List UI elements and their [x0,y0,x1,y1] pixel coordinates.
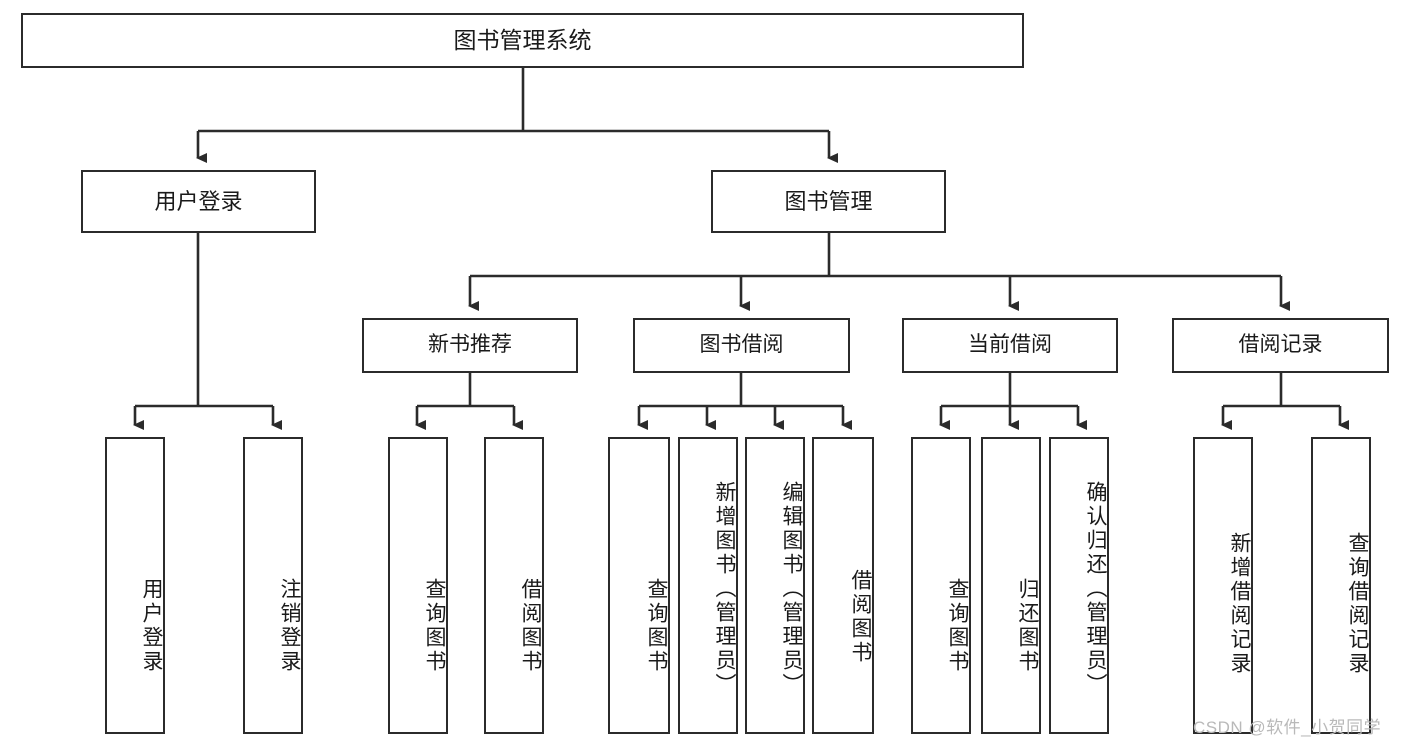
leaf-query-book-2[interactable]: 查询图书 [608,437,670,734]
node-new-book-rec[interactable]: 新书推荐 [362,318,578,373]
leaf-user-login-label: 用户登录 [140,577,163,674]
leaf-add-record[interactable]: 新增借阅记录 [1193,437,1253,734]
leaf-query-book-1-label: 查询图书 [423,577,446,674]
node-current-borrow-label: 当前借阅 [968,333,1052,357]
csdn-watermark: CSDN @软件_小贺同学 [1193,718,1382,737]
leaf-edit-book-label: 编辑图书（管理员） [780,480,803,697]
leaf-add-record-label: 新增借阅记录 [1228,531,1251,676]
leaf-query-book-2-label: 查询图书 [645,577,668,674]
leaf-borrow-book-1[interactable]: 借阅图书 [484,437,544,734]
leaf-user-login[interactable]: 用户登录 [105,437,165,734]
leaf-query-record-label: 查询借阅记录 [1346,531,1369,676]
node-root-label: 图书管理系统 [453,27,592,54]
node-borrow-record[interactable]: 借阅记录 [1172,318,1389,373]
node-book-manage[interactable]: 图书管理 [711,170,946,233]
node-book-manage-label: 图书管理 [784,188,873,214]
node-new-book-rec-label: 新书推荐 [428,333,512,357]
leaf-return-book-label: 归还图书 [1016,577,1039,674]
node-book-borrow-label: 图书借阅 [699,333,784,357]
node-book-borrow[interactable]: 图书借阅 [633,318,850,373]
leaf-query-book-3-label: 查询图书 [946,577,969,674]
leaf-borrow-book-2-label: 借阅图书 [849,568,872,665]
leaf-query-book-1[interactable]: 查询图书 [388,437,448,734]
node-user-login-label: 用户登录 [154,188,243,214]
leaf-edit-book[interactable]: 编辑图书（管理员） [745,437,805,734]
leaf-borrow-book-2[interactable]: 借阅图书 [812,437,874,734]
node-user-login[interactable]: 用户登录 [81,170,316,233]
leaf-confirm-return[interactable]: 确认归还（管理员） [1049,437,1109,734]
leaf-return-book[interactable]: 归还图书 [981,437,1041,734]
leaf-query-record[interactable]: 查询借阅记录 [1311,437,1371,734]
leaf-add-book-label: 新增图书（管理员） [713,480,736,697]
node-borrow-record-label: 借阅记录 [1238,333,1323,357]
leaf-add-book[interactable]: 新增图书（管理员） [678,437,738,734]
leaf-confirm-return-label: 确认归还（管理员） [1084,480,1107,697]
leaf-query-book-3[interactable]: 查询图书 [911,437,971,734]
node-root[interactable]: 图书管理系统 [21,13,1024,68]
leaf-logout[interactable]: 注销登录 [243,437,303,734]
leaf-borrow-book-1-label: 借阅图书 [519,577,542,674]
node-current-borrow[interactable]: 当前借阅 [902,318,1118,373]
leaf-logout-label: 注销登录 [278,577,301,674]
